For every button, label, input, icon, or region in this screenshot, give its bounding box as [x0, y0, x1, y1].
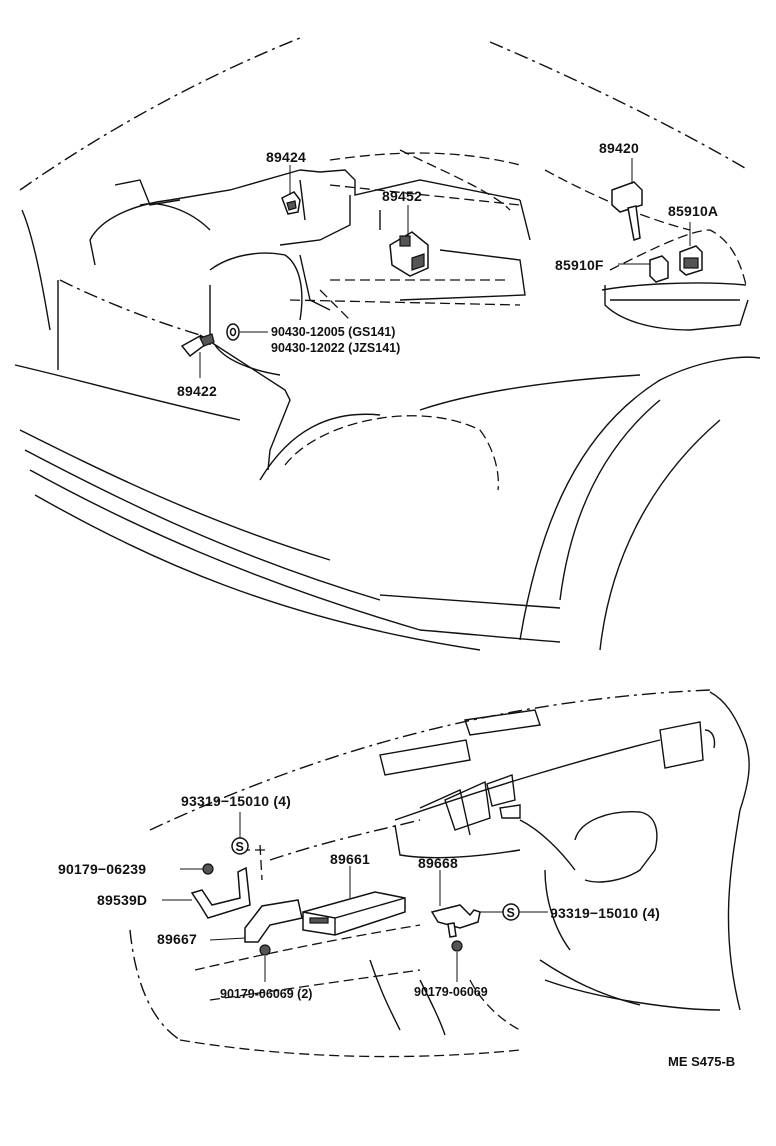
label-89422: 89422	[177, 383, 217, 399]
label-93319-15010-top: 93319−15010 (4)	[181, 793, 291, 809]
dashboard-illustration	[129, 689, 750, 1058]
s-symbol-right: S	[507, 906, 515, 920]
s-symbol-top: S	[236, 840, 244, 854]
label-89667: 89667	[157, 931, 197, 947]
part-90430-washer-icon	[226, 323, 268, 341]
label-85910A: 85910A	[668, 203, 718, 219]
part-85910A-icon	[679, 222, 703, 276]
engine-bay-illustration	[14, 37, 761, 651]
part-90179-06069-nut-left-icon	[259, 944, 271, 982]
label-89661: 89661	[330, 851, 370, 867]
label-89539D: 89539D	[97, 892, 147, 908]
part-93319-clip-top-icon: S	[231, 812, 249, 855]
label-89668: 89668	[418, 855, 458, 871]
label-90179-06069-2: 90179-06069 (2)	[220, 987, 312, 1001]
part-89424-icon	[281, 165, 301, 215]
label-93319-15010-right: 93319−15010 (4)	[550, 905, 660, 921]
part-89668-sensor-icon	[430, 870, 481, 938]
label-89420: 89420	[599, 140, 639, 156]
part-89667-bracket-icon	[209, 899, 303, 943]
label-89424: 89424	[266, 149, 306, 165]
part-90179-06069-nut-right-icon	[451, 940, 463, 982]
part-89539D-bracket-icon	[162, 866, 251, 919]
label-90179-06239: 90179−06239	[58, 861, 146, 877]
part-89420-icon	[611, 158, 643, 241]
part-85910F-icon	[618, 255, 669, 283]
label-90179-06069: 90179-06069	[414, 985, 488, 999]
part-89661-ecu-icon	[302, 866, 406, 936]
label-85910F: 85910F	[555, 257, 604, 273]
label-90430-12005: 90430-12005 (GS141)	[271, 325, 395, 339]
part-89452-icon	[389, 205, 429, 277]
part-93319-clip-right-icon: S	[480, 903, 548, 921]
part-90179-06239-nut-icon	[180, 863, 214, 875]
label-90430-12022: 90430-12022 (JZS141)	[271, 341, 400, 355]
part-89422-icon	[180, 333, 215, 378]
diagram-code: ME S475-B	[668, 1054, 735, 1069]
label-89452: 89452	[382, 188, 422, 204]
